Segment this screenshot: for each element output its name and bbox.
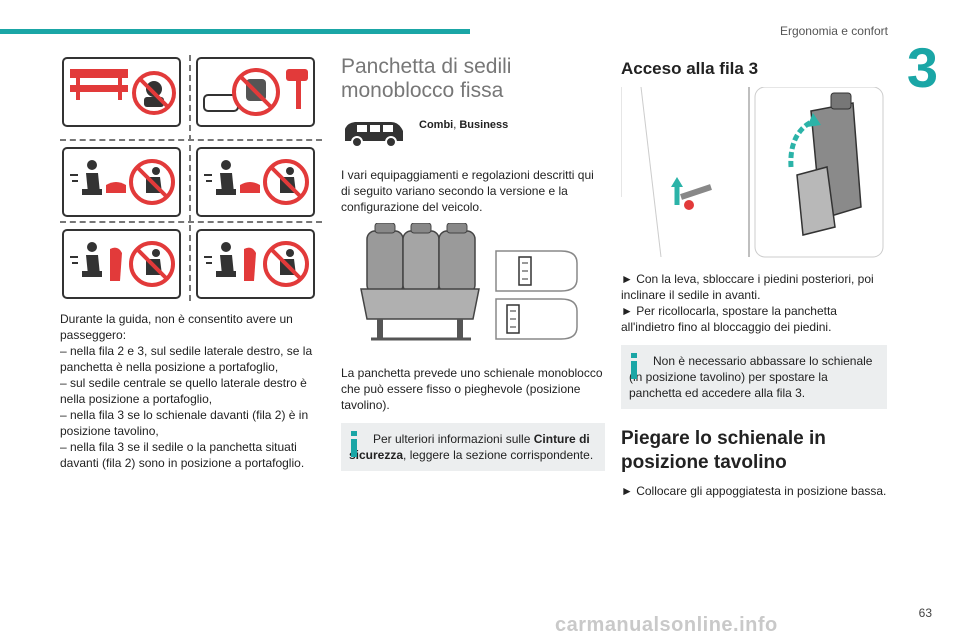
bench-seat-illustration — [360, 222, 578, 341]
passenger-prohibited-icon — [70, 241, 175, 287]
bench-description: La panchetta prevede uno schienale monob… — [341, 366, 603, 412]
folded-seat-prohibited-icon — [203, 68, 308, 116]
passenger-prohibited-icon — [70, 159, 175, 205]
bench-seat-prohibited-icon — [70, 69, 176, 115]
intro-text: I vari equipaggiamenti e regolazioni des… — [341, 168, 594, 214]
pictogram-passenger-row3b-prohibited — [196, 229, 315, 299]
column-3: Acceso alla fila 3 ► Con la leva, sblocc… — [620, 55, 887, 499]
list-item: – nella fila 3 se lo schienale davanti (… — [60, 408, 309, 438]
info-text: Per ulteriori informazioni sulle Cinture… — [349, 432, 594, 462]
pictogram-passenger-row2-prohibited — [62, 147, 181, 217]
paragraph: Durante la guida, non è consentito avere… — [60, 312, 293, 342]
versions-label: Combi, Business — [419, 119, 509, 131]
bench-illustration — [341, 222, 605, 355]
seat-tilt-illustration — [620, 86, 884, 258]
column-1: Durante la guida, non è consentito avere… — [60, 55, 322, 471]
prohibition-pictograms — [60, 55, 322, 301]
heading-line: monoblocco fissa — [341, 79, 504, 102]
info-text: Non è necessario abbassare lo schienale … — [629, 354, 873, 400]
pictogram-bench-seat-prohibited — [62, 57, 181, 127]
list-item: – nella fila 2 e 3, sul sedile laterale … — [60, 344, 313, 374]
driving-restrictions-text: Durante la guida, non è consentito avere… — [60, 311, 322, 471]
section-heading-table-position: Piegare lo schienale in posizione tavoli… — [621, 428, 826, 473]
column-2: Panchetta di sedili monoblocco fissa Com… — [341, 55, 605, 471]
vertical-divider — [189, 55, 191, 301]
section-heading-row3-access: Acceso alla fila 3 — [621, 59, 759, 78]
van-icon — [345, 122, 403, 148]
info-icon — [351, 431, 357, 457]
info-box-row3-access: Non è necessario abbassare lo schienale … — [621, 345, 887, 409]
heading-line: Panchetta di sedili — [341, 55, 512, 78]
passenger-prohibited-icon — [204, 241, 309, 287]
section-title: Ergonomia e confort — [779, 24, 888, 38]
list-item: – sul sedile centrale se quello laterale… — [60, 376, 307, 406]
row3-access-illustration — [620, 86, 887, 263]
list-item: – nella fila 3 se il sedile o la panchet… — [60, 440, 305, 470]
chapter-number: 3 — [906, 36, 938, 99]
step-unlock: ► Con la leva, sbloccare i piedini poste… — [621, 272, 874, 302]
step-reposition: ► Per ricollocarla, spostare la panchett… — [621, 304, 837, 334]
section-heading: Panchetta di sedili monoblocco fissa — [341, 55, 605, 103]
step-headrests: ► Collocare gli appoggiatesta in posizio… — [621, 484, 887, 498]
info-icon — [631, 353, 637, 379]
info-box-seatbelts: Per ulteriori informazioni sulle Cinture… — [341, 423, 605, 471]
pictogram-passenger-row3-prohibited — [62, 229, 181, 299]
watermark: carmanualsonline.info — [555, 614, 778, 636]
page-number: 63 — [918, 606, 932, 620]
pictogram-seat-folded-prohibited — [196, 57, 315, 127]
horizontal-divider — [60, 221, 322, 223]
version-row: Combi, Business — [341, 113, 605, 153]
horizontal-divider — [60, 139, 322, 141]
passenger-prohibited-icon — [204, 159, 309, 205]
pictogram-passenger-row2b-prohibited — [196, 147, 315, 217]
header-accent-bar — [0, 29, 470, 34]
